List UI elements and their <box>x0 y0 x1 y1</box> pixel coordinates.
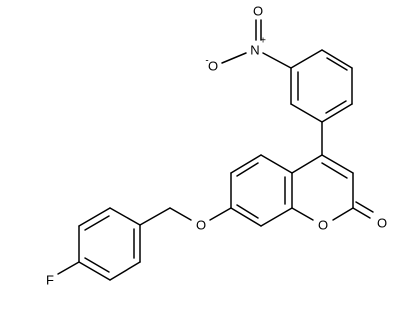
bond <box>230 154 262 174</box>
bond <box>84 215 110 231</box>
bond <box>78 207 111 227</box>
atom-label-fluorine: F <box>46 272 54 287</box>
bond <box>209 207 232 221</box>
bond <box>139 207 171 226</box>
bond <box>321 103 353 123</box>
bond <box>321 154 354 174</box>
bond <box>230 207 262 227</box>
bond <box>84 257 110 273</box>
atom-label-ether-oxygen: O <box>196 217 206 232</box>
bond <box>260 207 293 227</box>
atom-label-nitro-nitrogen: N <box>250 42 259 57</box>
bond <box>109 207 141 226</box>
charge-label-nitro-nitrogen: + <box>260 36 266 47</box>
charge-label-nitro-oxygen: - <box>205 56 208 67</box>
bond <box>57 261 80 275</box>
bond <box>221 52 247 64</box>
bond <box>262 52 292 69</box>
atom-label-carbonyl-oxygen: O <box>377 215 387 230</box>
bond <box>291 207 314 221</box>
bond <box>109 261 141 281</box>
bond <box>325 100 347 114</box>
bond <box>169 207 192 221</box>
bond <box>321 162 348 179</box>
bond <box>290 103 323 123</box>
bond-layer <box>57 19 374 281</box>
bond <box>321 49 353 69</box>
bond <box>78 261 111 281</box>
bond <box>260 154 293 174</box>
atom-label-nitro-oxygen-lower: O <box>208 58 218 73</box>
atom-label-layer: N + O O - O O O F <box>46 3 387 287</box>
bond <box>291 154 323 174</box>
bond <box>326 57 348 71</box>
bond <box>352 207 371 219</box>
atom-label-nitro-oxygen-upper: O <box>253 3 263 18</box>
atom-label-ring-oxygen: O <box>318 217 328 232</box>
bond <box>355 201 374 213</box>
bond <box>236 204 259 219</box>
bond <box>236 162 259 177</box>
bond <box>290 49 323 69</box>
bond <box>332 207 354 221</box>
